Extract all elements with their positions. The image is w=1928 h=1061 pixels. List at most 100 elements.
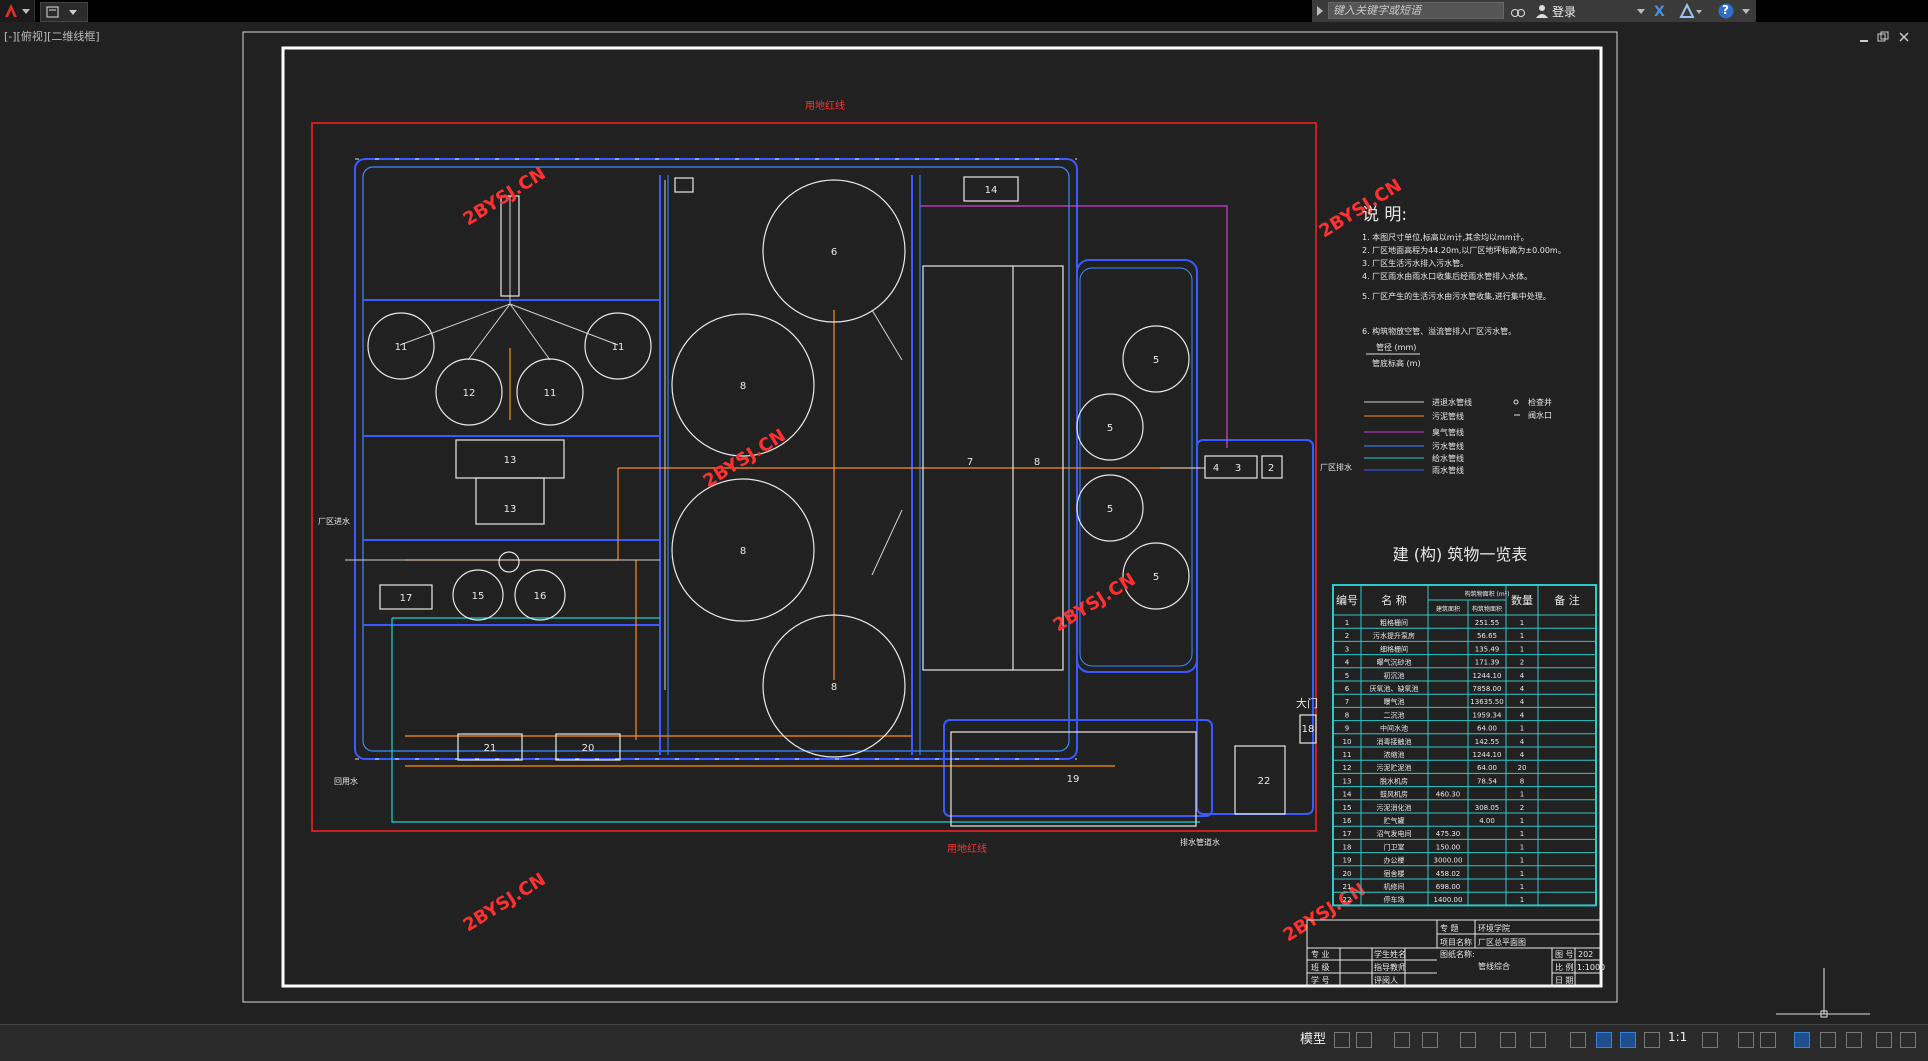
table-cell: 78.54 bbox=[1477, 777, 1498, 785]
table-cell: 308.05 bbox=[1475, 804, 1500, 812]
table-cell: 458.02 bbox=[1436, 870, 1461, 878]
polar-toggle[interactable] bbox=[1422, 1032, 1438, 1048]
table-cell: 4 bbox=[1345, 659, 1350, 667]
table-cell: 64.00 bbox=[1477, 725, 1497, 733]
svg-text:说 明:: 说 明: bbox=[1362, 205, 1407, 225]
quick-access-toolbar[interactable] bbox=[40, 2, 88, 22]
annotation-visibility-toggle[interactable] bbox=[1596, 1032, 1612, 1048]
svg-text:14: 14 bbox=[985, 185, 998, 196]
table-cell: 贮气罐 bbox=[1384, 816, 1405, 825]
site-boundary bbox=[311, 122, 1317, 832]
expand-search-icon[interactable] bbox=[1314, 4, 1326, 18]
table-cell: 宿舍楼 bbox=[1384, 869, 1405, 878]
table-cell: 10 bbox=[1343, 738, 1352, 746]
drawing-canvas[interactable]: 用地红线 用地红线 bbox=[0, 0, 1928, 1024]
sludge-pipe-network bbox=[405, 310, 1200, 767]
svg-text:比 例: 比 例 bbox=[1555, 962, 1574, 972]
table-cell: 消毒接触池 bbox=[1377, 737, 1412, 746]
svg-text:进退水管线: 进退水管线 bbox=[1432, 397, 1472, 407]
svg-text:8: 8 bbox=[1034, 457, 1040, 468]
binoculars-icon[interactable] bbox=[1510, 3, 1526, 19]
viewport-controls[interactable]: [-][俯视][二维线框] bbox=[4, 30, 100, 43]
site-boundary-label-top: 用地红线 bbox=[805, 99, 845, 112]
table-header: 数量 bbox=[1511, 594, 1533, 607]
table-cell: 4 bbox=[1520, 711, 1525, 719]
table-cell: 20 bbox=[1518, 764, 1527, 772]
object-snap-toggle[interactable] bbox=[1530, 1032, 1546, 1048]
help-button[interactable]: ? bbox=[1716, 2, 1756, 20]
site-boundary-label-bottom: 用地红线 bbox=[947, 842, 987, 855]
table-cell: 4 bbox=[1520, 672, 1525, 680]
table-cell: 7 bbox=[1345, 698, 1349, 706]
ucs-icon bbox=[1776, 968, 1870, 1018]
svg-text:8: 8 bbox=[740, 381, 746, 392]
a360-icon[interactable] bbox=[1678, 3, 1704, 19]
table-cell: 5 bbox=[1345, 672, 1349, 680]
units-button[interactable] bbox=[1760, 1032, 1776, 1048]
table-cell: 16 bbox=[1343, 817, 1352, 825]
svg-text:管线综合: 管线综合 bbox=[1478, 961, 1510, 971]
model-space-button[interactable]: 模型 bbox=[1300, 1032, 1327, 1047]
snap-toggle[interactable] bbox=[1356, 1032, 1372, 1048]
watermarks: 2BYSJ.CN 2BYSJ.CN 2BYSJ.CN 2BYSJ.CN 2BYS… bbox=[460, 163, 1406, 946]
svg-text:污水管线: 污水管线 bbox=[1432, 441, 1464, 451]
object-snap-tracking-toggle[interactable] bbox=[1500, 1032, 1516, 1048]
table-cell: 1 bbox=[1520, 645, 1524, 653]
table-cell: 1959.34 bbox=[1473, 711, 1502, 719]
hardware-acceleration-icon[interactable] bbox=[1820, 1032, 1836, 1048]
table-cell: 2 bbox=[1520, 659, 1524, 667]
exchange-apps-icon[interactable]: X bbox=[1652, 3, 1670, 19]
svg-text:2. 厂区地面高程为44.20m,以厂区地坪标高为±0.00: 2. 厂区地面高程为44.20m,以厂区地坪标高为±0.00m。 bbox=[1362, 245, 1566, 255]
lineweight-toggle[interactable] bbox=[1570, 1032, 1586, 1048]
chevron-down-icon[interactable] bbox=[1636, 5, 1646, 17]
table-cell: 4 bbox=[1520, 751, 1525, 759]
table-cell: 沼气发电间 bbox=[1377, 829, 1412, 838]
search-input[interactable] bbox=[1328, 2, 1504, 19]
svg-text:雨水管线: 雨水管线 bbox=[1432, 465, 1464, 475]
table-cell: 6 bbox=[1345, 685, 1350, 693]
application-menu-button[interactable] bbox=[0, 0, 35, 22]
svg-text:20: 20 bbox=[582, 743, 595, 754]
svg-text:学 号: 学 号 bbox=[1311, 975, 1330, 985]
odor-pipe-network bbox=[920, 205, 1228, 448]
pipe-legend: 进退水管线 污泥管线 臭气管线 污水管线 给水管线 雨水管线 检查井 阀水口 bbox=[1364, 397, 1552, 475]
annotation-scale-value[interactable]: 1:1 bbox=[1668, 1030, 1688, 1044]
table-cell: 4 bbox=[1520, 738, 1525, 746]
watermark-5: 2BYSJ.CN bbox=[460, 869, 550, 936]
table-cell: 办公楼 bbox=[1384, 856, 1405, 865]
grid-toggle[interactable] bbox=[1334, 1032, 1350, 1048]
table-cell: 曝气池 bbox=[1384, 697, 1405, 706]
table-cell: 22 bbox=[1343, 896, 1352, 904]
annotation-scale-button[interactable] bbox=[1644, 1032, 1660, 1048]
login-button[interactable]: 登录 bbox=[1552, 5, 1577, 19]
isolate-objects-icon[interactable] bbox=[1794, 1032, 1810, 1048]
drain-label: 排水管道水 bbox=[1180, 837, 1220, 847]
svg-text:19: 19 bbox=[1067, 774, 1080, 785]
quick-access-icon bbox=[46, 6, 77, 18]
table-cell: 粗格栅间 bbox=[1380, 618, 1408, 627]
statusbar-menu-icon[interactable] bbox=[1900, 1032, 1916, 1048]
customization-menu-icon[interactable] bbox=[1876, 1032, 1892, 1048]
table-cell: 1 bbox=[1520, 830, 1524, 838]
auto-scale-toggle[interactable] bbox=[1620, 1032, 1636, 1048]
table-cell: 1 bbox=[1520, 619, 1524, 627]
workspace-gear-icon[interactable] bbox=[1702, 1032, 1718, 1048]
clean-screen-icon[interactable] bbox=[1846, 1032, 1862, 1048]
table-cell: 12 bbox=[1343, 764, 1352, 772]
help-label: ? bbox=[1722, 3, 1729, 17]
svg-text:1:1000: 1:1000 bbox=[1577, 963, 1605, 972]
table-subheader: 建筑面积 bbox=[1436, 605, 1460, 613]
window-controls-icons[interactable] bbox=[1856, 31, 1916, 45]
isodraft-toggle[interactable] bbox=[1460, 1032, 1476, 1048]
svg-text:12: 12 bbox=[463, 388, 476, 399]
table-cell: 污泥消化池 bbox=[1377, 803, 1412, 812]
ortho-toggle[interactable] bbox=[1394, 1032, 1410, 1048]
annotation-monitor-icon[interactable] bbox=[1738, 1032, 1754, 1048]
table-cell: 13 bbox=[1343, 777, 1352, 785]
svg-text:17: 17 bbox=[400, 593, 413, 604]
svg-text:16: 16 bbox=[534, 591, 547, 602]
svg-text:21: 21 bbox=[484, 743, 497, 754]
svg-text:臭气管线: 臭气管线 bbox=[1432, 427, 1464, 437]
table-subheader: 构筑物面积 bbox=[1472, 605, 1502, 613]
